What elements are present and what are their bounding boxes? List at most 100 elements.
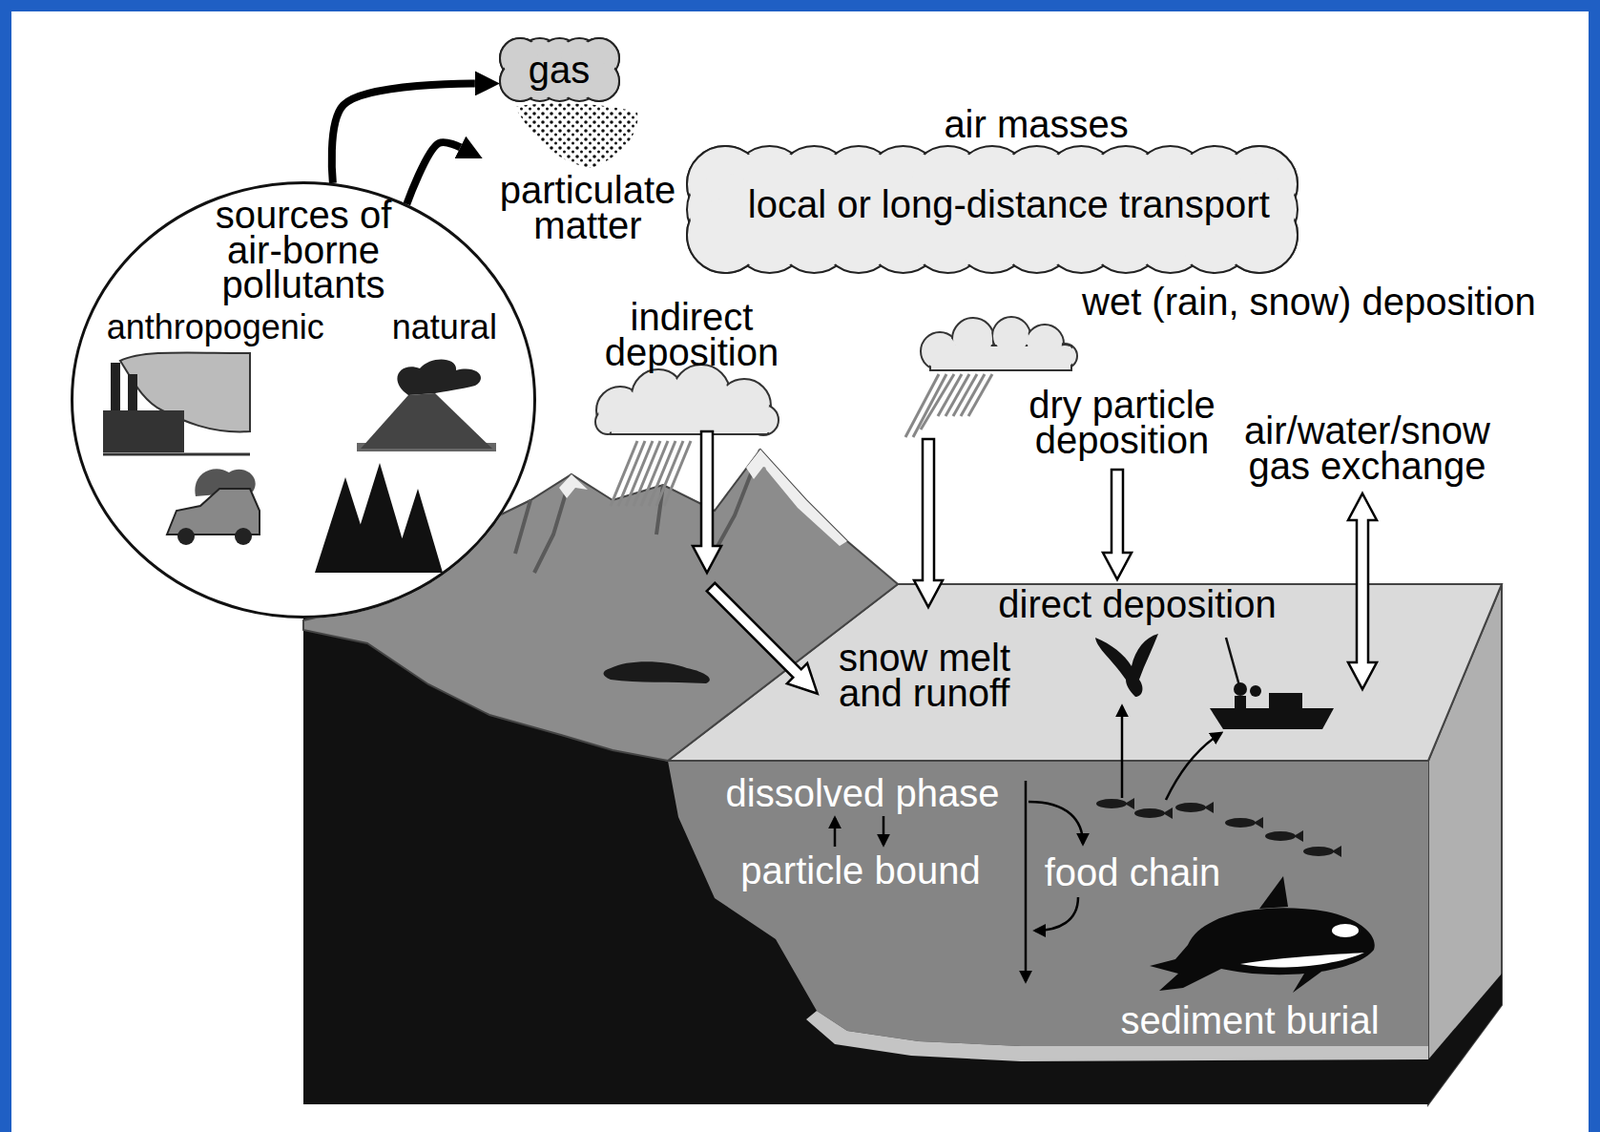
rain-streak: [656, 440, 684, 506]
fish: [1175, 802, 1206, 812]
fish: [1293, 830, 1304, 842]
rain-streak: [648, 440, 676, 506]
process-label: indirect deposition: [596, 299, 788, 371]
slide-ground: [11, 11, 1589, 1132]
process-label: sediment burial: [1120, 1002, 1379, 1039]
factory-building: [103, 410, 185, 453]
cloud-shape: [686, 145, 1298, 273]
cloud-fill: [688, 147, 1296, 271]
snow-cap: [746, 449, 775, 479]
node-text: local or long-distance transport: [748, 187, 1270, 223]
rain-streak: [625, 440, 653, 506]
water-body: [667, 760, 1429, 1046]
car: [166, 488, 260, 535]
node-title: sources of air-borne pollutants: [201, 197, 407, 303]
fish: [1096, 798, 1127, 809]
wet-arrow: [914, 438, 943, 607]
rain-streak: [664, 440, 691, 506]
mountain-ridge: [515, 449, 761, 573]
food-arrow: [1121, 706, 1124, 798]
air-mass-cloud: air masses local or long-distance transpo…: [686, 103, 1298, 273]
fish: [1163, 807, 1173, 819]
seal: [603, 661, 710, 684]
snow-cap: [559, 474, 588, 499]
runoff-arrow: [700, 576, 828, 704]
process-label: dry particle deposition: [1017, 387, 1227, 458]
fish: [1225, 817, 1256, 828]
volcano-plume: [396, 358, 481, 395]
water-arrows: [834, 706, 1222, 981]
orca: [1149, 907, 1375, 991]
process-label: snow melt and runoff: [838, 640, 1044, 711]
fish: [1265, 831, 1296, 841]
cloud-puff: [612, 407, 767, 433]
rain-streak: [641, 440, 668, 506]
rain-streak: [618, 440, 645, 506]
uptake-arrow: [1028, 801, 1083, 844]
cloud-puff: [932, 347, 1070, 369]
fish: [1303, 846, 1334, 856]
cloud-edge: [499, 38, 620, 102]
phase-arrow: [833, 817, 837, 847]
particle-cloud: [515, 103, 638, 168]
block-side-bottom: [1428, 973, 1502, 1104]
dry-arrow: [1102, 469, 1132, 580]
fish: [1253, 816, 1264, 829]
orca-patch: [1331, 923, 1359, 937]
pollutant-sources-circle: sources of air-borne pollutants anthropog…: [70, 181, 537, 619]
phase-arrow: [882, 815, 886, 845]
node-title: gas: [528, 52, 591, 88]
node-title: particulate matter: [492, 172, 684, 244]
fishing-rod: [1225, 637, 1241, 689]
cloud-shape: [499, 38, 620, 102]
fish: [1124, 797, 1135, 810]
fish-school: [1096, 797, 1342, 857]
rain-streak: [633, 440, 661, 506]
settling-arrow: [1024, 780, 1028, 981]
rain-cloud: [595, 364, 779, 436]
process-label: food chain: [1044, 854, 1222, 891]
cloud-fill: [501, 40, 618, 100]
circle-outline: [72, 183, 536, 618]
fish: [1331, 845, 1342, 857]
return-arrow: [1035, 896, 1079, 931]
gas-cloud: gas: [499, 38, 620, 102]
rain-cloud-fill: [922, 318, 1076, 369]
exchange-arrow: [1348, 493, 1377, 689]
orca-flipper: [1292, 968, 1322, 993]
rain-streak: [913, 374, 947, 437]
food-arrow: [1165, 732, 1222, 800]
fisher: [1234, 695, 1247, 709]
boat-hull: [1209, 707, 1334, 729]
factory-chimney: [110, 362, 121, 416]
rain-cloud: [920, 316, 1078, 371]
cloud-edge: [686, 145, 1298, 273]
process-label: particle bound: [740, 852, 980, 889]
volcano: [360, 393, 493, 449]
node-text: natural: [392, 311, 498, 343]
emission-arrow: [332, 83, 476, 183]
rain-streak: [610, 440, 638, 506]
orca-fin: [1259, 875, 1289, 909]
rain-streak: [968, 374, 993, 416]
factory-ground: [103, 453, 250, 457]
process-label: air/water/snow gas exchange: [1228, 413, 1506, 484]
car-wheel: [234, 527, 252, 545]
indirect-arrow: [692, 431, 722, 573]
forest: [314, 462, 443, 573]
boat-cabin: [1268, 692, 1303, 708]
node-text: anthropogenic: [106, 311, 325, 343]
process-label: dissolved phase: [726, 775, 1000, 811]
cloud-puff: [930, 345, 1072, 371]
emission-arrow: [406, 142, 460, 205]
bird: [1095, 633, 1159, 697]
fish: [1204, 801, 1214, 813]
orca-belly: [1240, 952, 1365, 968]
process-label: wet (rain, snow) deposition: [1081, 284, 1537, 320]
node-title: air masses: [943, 106, 1128, 143]
snow-cap: [760, 449, 848, 546]
cloud-puff: [610, 405, 769, 435]
car-wheel: [177, 527, 195, 545]
